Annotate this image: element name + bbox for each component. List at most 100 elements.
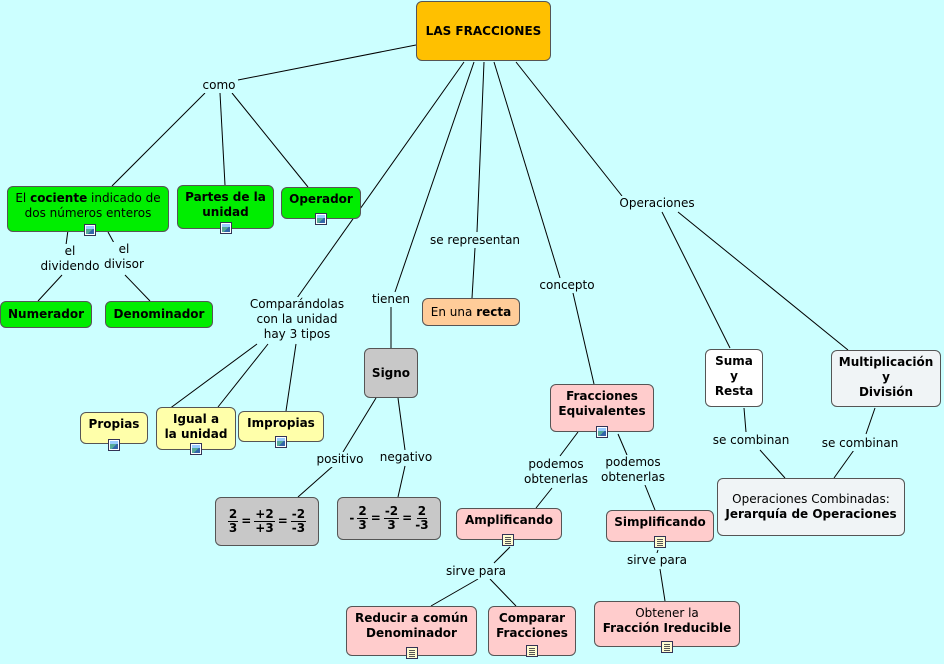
image-icon[interactable] (108, 439, 120, 451)
numerator: 2 (416, 504, 428, 519)
node-line: Reducir a común (354, 611, 469, 625)
image-icon[interactable] (220, 222, 232, 234)
image-icon[interactable] (275, 436, 287, 448)
link-label-line: Comparándolas (249, 297, 345, 311)
node-fracciones-equivalentes[interactable]: Fracciones Equivalentes (550, 384, 654, 432)
node-line: Resta (714, 384, 754, 398)
link-label-line: el (64, 244, 76, 258)
node-line: Numerador (8, 307, 84, 321)
document-icon[interactable] (406, 647, 418, 659)
node-cociente-line1: El cociente indicado de (15, 191, 160, 206)
link-label-line: dividendo (40, 259, 100, 273)
node-numerador[interactable]: Numerador (0, 301, 92, 328)
link-label-concepto: concepto (539, 278, 595, 293)
node-line: unidad (202, 205, 249, 219)
link-label-sirve-para-amplificar: sirve para (445, 564, 507, 579)
node-line: y (730, 369, 738, 383)
numerator: +2 (254, 507, 275, 522)
image-icon[interactable] (84, 224, 96, 236)
link-label-se-representan: se representan (429, 233, 521, 248)
link-label-line: divisor (104, 257, 144, 271)
node-operaciones-combinadas[interactable]: Operaciones Combinadas: Jerarquía de Ope… (717, 478, 905, 536)
text-bold: recta (476, 304, 512, 319)
minus-sign: - (349, 511, 355, 525)
node-line: Operador (289, 192, 353, 206)
node-denominador[interactable]: Denominador (105, 301, 213, 328)
node-line: Signo (371, 365, 411, 380)
denominator: +3 (255, 521, 274, 535)
node-multiplicacion-y-division[interactable]: Multiplicación y División (831, 350, 941, 407)
root-node-las-fracciones[interactable]: LAS FRACCIONES (416, 1, 551, 61)
link-label-tienen: tienen (371, 292, 411, 307)
numerator: 2 (357, 504, 368, 519)
image-icon[interactable] (596, 426, 608, 438)
node-line: Denominador (366, 626, 457, 640)
node-propias[interactable]: Propias (80, 412, 148, 444)
node-line: Operaciones Combinadas: (732, 492, 890, 506)
node-line: Fracciones (496, 626, 568, 640)
node-suma-y-resta[interactable]: Suma y Resta (705, 349, 763, 407)
numerator: -2 (383, 504, 400, 519)
numerator: 2 (227, 507, 239, 522)
link-label-line: hay 3 tipos (263, 327, 331, 341)
text-suffix: indicado de (87, 191, 161, 205)
link-label-line: obtenerlas (524, 472, 588, 486)
link-label-operaciones: Operaciones (619, 196, 695, 211)
numerator: -2 (290, 507, 307, 522)
denominator: 3 (358, 518, 367, 532)
link-label-como: como (202, 78, 236, 93)
fraction: 2-3 (415, 505, 428, 532)
node-line: Fracciones (566, 389, 638, 403)
node-line: Igual a (172, 412, 220, 426)
node-signo[interactable]: Signo (364, 348, 418, 398)
link-label-line: podemos (528, 457, 584, 471)
denominator: 3 (387, 518, 396, 532)
node-line: Propias (88, 417, 140, 431)
link-label-el-dividendo: el dividendo (40, 244, 100, 274)
node-line: División (858, 385, 914, 399)
denominator: -3 (291, 521, 306, 535)
equals-sign: = (277, 514, 288, 528)
link-label-sirve-para-simplificar: sirve para (626, 553, 688, 568)
document-icon[interactable] (654, 536, 666, 548)
document-icon[interactable] (661, 641, 673, 653)
node-line: Impropias (247, 416, 315, 430)
fraction: -2-3 (290, 507, 307, 535)
node-cociente[interactable]: El cociente indicado de dos números ente… (7, 186, 169, 232)
link-label-podemos-obtenerlas-amplificar: podemos obtenerlas (524, 457, 588, 487)
link-label-line: con la unidad (256, 312, 338, 326)
denominator: 3 (228, 521, 238, 535)
node-igual-a-la-unidad[interactable]: Igual a la unidad (156, 407, 236, 450)
node-line: Obtener la (635, 606, 699, 620)
document-icon[interactable] (502, 534, 514, 546)
node-line: Fracción Ireducible (602, 621, 732, 635)
node-line: Suma (715, 354, 753, 368)
image-icon[interactable] (315, 213, 327, 225)
link-label-podemos-obtenerlas-simplificar: podemos obtenerlas (601, 455, 665, 485)
node-line: la unidad (164, 427, 228, 441)
node-line: Equivalentes (558, 404, 646, 418)
node-line: Jerarquía de Operaciones (725, 507, 897, 521)
link-label-se-combinan-mult: se combinan (821, 436, 899, 451)
image-icon[interactable] (190, 443, 202, 455)
node-en-una-recta[interactable]: En una recta (422, 298, 520, 326)
node-partes-de-la-unidad[interactable]: Partes de la unidad (177, 185, 274, 229)
document-icon[interactable] (526, 645, 538, 657)
link-label-line: el (118, 242, 130, 256)
node-line: y (882, 370, 890, 384)
node-line: Amplificando (464, 513, 554, 527)
node-operador[interactable]: Operador (281, 187, 361, 219)
text-bold: cociente (30, 191, 88, 205)
node-line: Partes de la (185, 190, 266, 204)
equals-sign: = (370, 511, 381, 525)
root-title: LAS FRACCIONES (425, 23, 542, 38)
denominator: -3 (415, 518, 429, 532)
equals-sign: = (402, 511, 413, 525)
node-line: Multiplicación (838, 355, 934, 369)
